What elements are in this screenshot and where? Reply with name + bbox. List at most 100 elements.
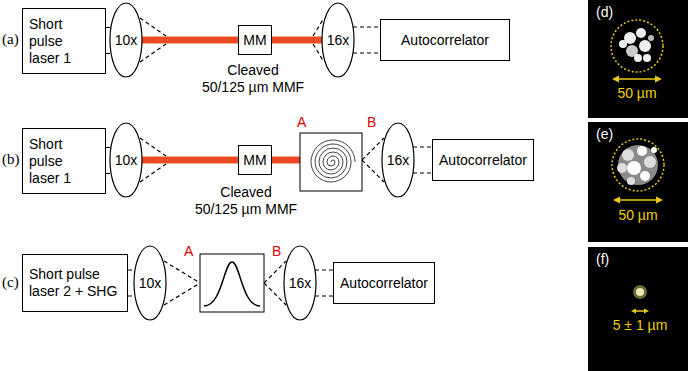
scale-arrow [617,78,657,80]
objective-lens: 10x [109,2,143,78]
fiber-beam [272,37,322,44]
free-space-beam [413,147,432,173]
image-ground [588,122,688,242]
speckle [634,54,642,62]
image-panel: (f) 5 ± 1 µm [588,247,688,371]
scale-label: 50 µm [618,207,657,224]
speckle [648,35,654,41]
lens-shape [110,3,142,77]
fiber-spiral [311,140,355,182]
sample-box [200,254,264,312]
box-label: Autocorrelator [439,152,527,169]
fiber-spool-box [300,133,362,191]
scale-arrow [618,199,658,201]
part-letter: (b) [2,151,20,168]
box-label: Autocorrelator [340,275,428,292]
box-label: 10x [139,275,162,292]
fiber-label: Cleaved 50/125 µm MMF [202,62,304,96]
objective-lens: 16x [381,122,415,198]
beam-cone [264,261,286,305]
scale-arrow [635,310,645,312]
arrow-head [655,76,662,83]
bell-curve [204,262,260,306]
point-label: B [272,243,281,260]
focal-spot-halo [633,285,647,299]
free-space-beam [353,27,380,53]
arrow-head [613,197,620,204]
speckle [651,147,657,153]
arrow-head [612,76,619,83]
beam-cone [362,138,384,182]
autocorrelator-box: Autocorrelator [333,262,435,304]
autocorrelator-box: Autocorrelator [380,19,510,61]
lens-shape [322,3,354,77]
image-panel: (d) 50 µm [588,0,688,118]
box-label: MM [243,152,266,169]
panel-letter: (f) [596,251,609,268]
box-label: Short pulse laser 2 + SHG [29,266,121,300]
scale-label: 50 µm [617,85,656,102]
box-label: Short pulse laser 1 [29,136,89,187]
speckle [617,163,627,173]
box-label: 16x [327,32,350,49]
free-space-beam [315,270,333,296]
box-label: Short pulse laser 1 [29,16,89,67]
speckle [627,177,635,185]
arrow-head [644,309,649,314]
speckle-spot [619,28,654,62]
lens-shape [134,246,166,320]
speckle [639,40,651,52]
arrow-head [656,197,663,204]
core-outline [612,139,664,191]
fiber-beam [142,157,238,164]
lens-shape [110,123,142,197]
scale-label: 5 ± 1 µm [613,317,668,334]
panel-letter: (e) [596,126,613,143]
laser-box: Short pulse laser 1 [22,128,106,194]
focal-spot [636,288,644,296]
speckle [644,156,656,168]
speckle [618,145,658,185]
objective-lens: 10x [109,122,143,198]
box-label: MM [243,32,266,49]
image-panel: (e) 50 µm [588,122,688,242]
part-letter: (c) [2,274,19,291]
arrow-head [631,309,636,314]
speckle [627,161,641,175]
fiber-connector: MM [238,145,272,175]
fiber-label: Cleaved 50/125 µm MMF [195,184,297,218]
box-label: Autocorrelator [401,32,489,49]
fiber-connector: MM [238,25,272,55]
panel-letter: (d) [596,4,613,21]
point-label: B [367,114,376,131]
objective-lens: 16x [321,2,355,78]
core-outline [611,20,663,72]
box-label: 16x [289,275,312,292]
speckle-spot [617,145,658,185]
speckle [637,146,647,156]
beam-cone [164,261,200,305]
point-label: A [184,243,193,260]
fiber-beam [142,37,238,44]
speckle [640,171,650,181]
fiber-beam [272,157,300,164]
image-ground [588,247,688,371]
part-letter: (a) [2,31,19,48]
autocorrelator-box: Autocorrelator [432,139,534,181]
laser-box: Short pulse laser 2 + SHG [22,254,128,312]
box-label: 10x [115,152,138,169]
objective-lens: 16x [283,245,317,321]
image-ground [588,0,688,118]
laser-box: Short pulse laser 1 [22,8,106,74]
objective-lens: 10x [133,245,167,321]
speckle [636,28,646,38]
point-label: A [297,114,306,131]
lens-shape [382,123,414,197]
lens-shape [284,246,316,320]
box-label: 16x [387,152,410,169]
speckle [619,40,627,48]
speckle [622,149,634,161]
speckle [643,54,651,62]
box-label: 10x [115,32,138,49]
